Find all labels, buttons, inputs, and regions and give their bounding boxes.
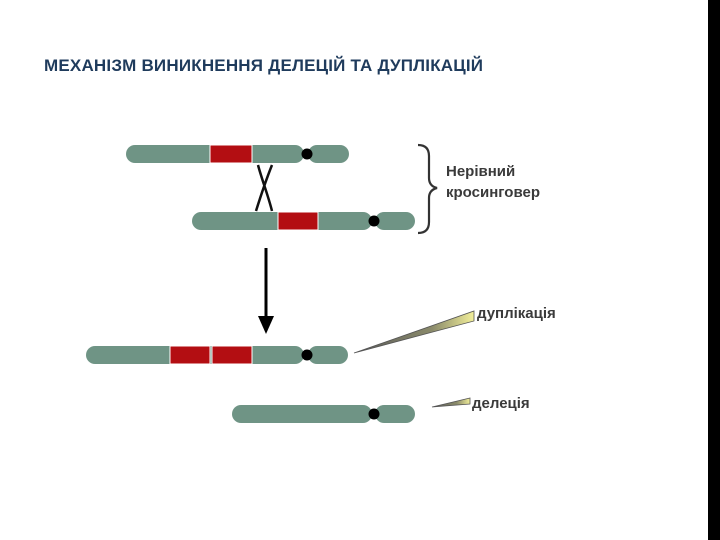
- chromosome-1-red-segment: [209, 144, 253, 164]
- slide-title: МЕХАНІЗМ ВИНИКНЕННЯ ДЕЛЕЦІЙ ТА ДУПЛІКАЦІ…: [44, 56, 484, 75]
- chromosome-2-red-segment: [277, 211, 319, 231]
- chromosome-deletion: [232, 405, 415, 423]
- chromosome-2-centromere: [368, 215, 380, 227]
- label-deletion: делеція: [472, 395, 530, 412]
- side-bar: [708, 0, 720, 540]
- chromosome-1-short-arm: [308, 145, 349, 163]
- chromosome-3-red-segment-2: [211, 345, 253, 365]
- chromosome-4-long-arm: [232, 405, 372, 423]
- down-arrow-icon: [258, 248, 274, 334]
- label-crossover-line1: Нерівний: [446, 163, 515, 180]
- label-duplication: дуплікація: [477, 305, 556, 322]
- chromosome-1: [126, 144, 349, 164]
- chromosome-4-short-arm: [375, 405, 415, 423]
- brace-icon: [417, 143, 438, 235]
- label-crossover-line2: кросинговер: [446, 184, 540, 201]
- chromosome-3-short-arm: [308, 346, 348, 364]
- duplication-pointer: [353, 310, 475, 354]
- chromosome-3-centromere: [301, 349, 313, 361]
- chromosome-2: [192, 211, 415, 231]
- chromosome-4-centromere: [368, 408, 380, 420]
- chromosome-2-short-arm: [375, 212, 415, 230]
- crossover-lines: [254, 164, 274, 212]
- chromosome-3-red-segment-1: [169, 345, 211, 365]
- deletion-pointer: [431, 397, 471, 408]
- chromosome-duplication: [86, 345, 348, 365]
- chromosome-1-centromere: [301, 148, 313, 160]
